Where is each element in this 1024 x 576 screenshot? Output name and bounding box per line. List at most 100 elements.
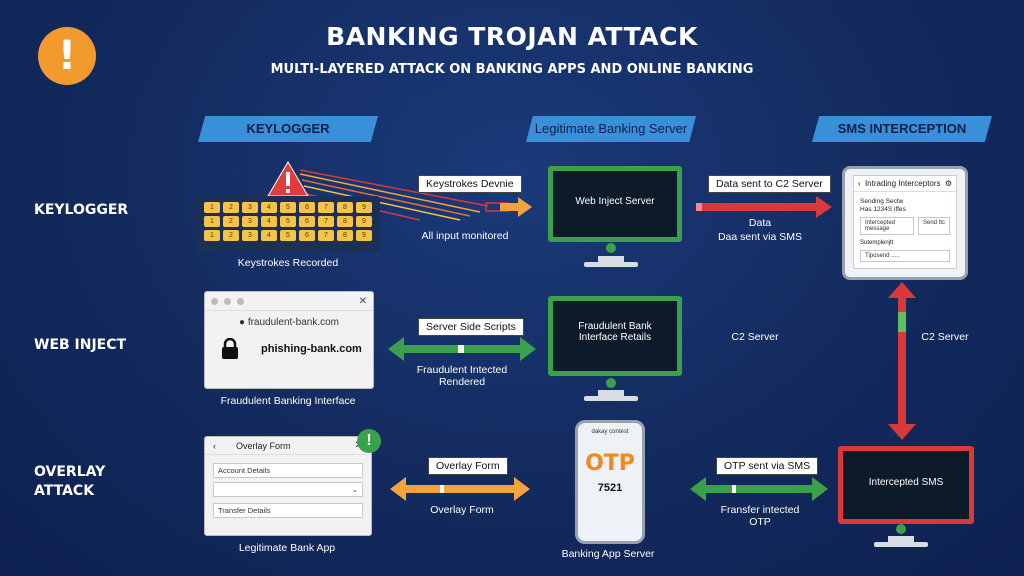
phone-sms-field[interactable]: Intercepted message xyxy=(860,217,914,235)
close-icon[interactable]: ✕ xyxy=(358,295,367,307)
monitor-base xyxy=(874,542,928,547)
row-label-overlay-line2: ATTACK xyxy=(34,483,95,499)
keyboard-key: 5 xyxy=(280,216,296,227)
lock-icon xyxy=(222,338,238,359)
tag-overlay-form: Overlay Form xyxy=(428,457,508,475)
tag-otp-sent: OTP sent via SMS xyxy=(716,457,819,475)
browser-site-name: phishing-bank.com xyxy=(261,343,362,355)
monitor-fraudulent-bank-line1: Fraudulent Bank xyxy=(578,321,652,332)
overlay-form-title: Overlay Form xyxy=(236,440,291,451)
row-label-web-inject: WEB INJECT xyxy=(34,337,127,353)
overlay-field-select[interactable]: ⌄ xyxy=(213,482,363,497)
browser-dot-2 xyxy=(224,297,231,305)
keyboard-key: 1 xyxy=(204,230,220,241)
arrow-overlay-double xyxy=(390,477,530,501)
keyboard-key: 5 xyxy=(280,230,296,241)
phone-sms-header: ‹ Intrading Interceptors ⚙ xyxy=(854,176,956,192)
monitor-power-led xyxy=(896,524,906,534)
overlay-form: ‹ Overlay Form ✕ Account Details ⌄ Trans… xyxy=(204,436,372,536)
monitor-base xyxy=(584,262,638,267)
keyboard-key: 3 xyxy=(242,230,258,241)
keyboard-key: 8 xyxy=(337,216,353,227)
browser-content: phishing-bank.com xyxy=(205,338,373,360)
phone-sms-interception: ‹ Intrading Interceptors ⚙ Sending Sectw… xyxy=(842,166,968,280)
monitor-fraudulent-bank: Fraudulent Bank Interface Retails xyxy=(548,296,682,376)
page-title: BANKING TROJAN ATTACK xyxy=(326,22,698,51)
tag-server-side-scripts: Server Side Scripts xyxy=(418,318,524,336)
keyboard-key: 9 xyxy=(356,230,372,241)
arrow-server-to-sms xyxy=(696,196,832,218)
phone-sms-line1: Sending Sectw xyxy=(860,198,904,205)
caption-data-sms: Daa sent via SMS xyxy=(717,231,803,243)
overlay-field-account[interactable]: Account Details xyxy=(213,463,363,478)
keyboard-key: 2 xyxy=(223,216,239,227)
keyboard-key: 8 xyxy=(337,230,353,241)
keyboard-key: 6 xyxy=(299,230,315,241)
keyboard-key: 7 xyxy=(318,202,334,213)
chevron-down-icon: ⌄ xyxy=(351,485,358,494)
monitor-web-inject-server-label: Web Inject Server xyxy=(553,171,677,237)
caption-otp: OTP xyxy=(749,516,771,528)
caption-overlay-form: Overlay Form xyxy=(430,504,494,516)
column-banner-keylogger: KEYLOGGER xyxy=(198,116,378,142)
column-banner-sms-label: SMS INTERCEPTION xyxy=(837,121,967,136)
keyboard-key: 9 xyxy=(356,216,372,227)
overlay-field-transfer[interactable]: Transfer Details xyxy=(213,503,363,518)
back-icon[interactable]: ‹ xyxy=(213,440,216,451)
phone-otp-header: dakay contest xyxy=(591,429,629,435)
keyboard-key: 7 xyxy=(318,230,334,241)
monitor-intercepted-sms: Intercepted SMS xyxy=(838,446,974,524)
tag-data-sent-c2: Data sent to C2 Server xyxy=(708,175,831,193)
tag-keystrokes: Keystrokes Devnie xyxy=(418,175,522,193)
phone-sms-title: Intrading Interceptors xyxy=(864,179,941,188)
keyboard-key: 6 xyxy=(299,202,315,213)
page-subtitle: MULTI-LAYERED ATTACK ON BANKING APPS AND… xyxy=(270,62,754,77)
keyboard-key: 3 xyxy=(242,202,258,213)
monitor-stand xyxy=(888,536,914,542)
overlay-form-header: ‹ Overlay Form ✕ xyxy=(205,437,371,455)
overlay-form-caption: Legitimate Bank App xyxy=(238,542,336,554)
monitor-power-led xyxy=(606,378,616,388)
browser-toolbar: ✕ xyxy=(205,292,373,311)
phone-sms-field2[interactable]: Tiposend ..... xyxy=(860,250,950,262)
keyboard-key: 9 xyxy=(356,202,372,213)
monitor-intercepted-sms-label: Intercepted SMS xyxy=(843,451,969,519)
c2-server-label-right: C2 Server xyxy=(921,331,969,343)
monitor-stand xyxy=(598,256,624,262)
browser-url[interactable]: ● fraudulent-bank.com xyxy=(239,317,339,328)
info-icon: ! xyxy=(357,429,381,453)
phone-sms-send-button[interactable]: Send ttc xyxy=(917,217,950,235)
otp-label: OTP xyxy=(585,451,635,476)
keyboard-key: 5 xyxy=(280,202,296,213)
browser-dot-3 xyxy=(237,297,244,305)
warning-icon: ! xyxy=(38,27,96,85)
monitor-fraudulent-bank-screen: Fraudulent Bank Interface Retails xyxy=(553,301,677,371)
otp-code: 7521 xyxy=(597,482,623,494)
caption-rendered: Rendered xyxy=(438,376,486,388)
phone-sms-line3: Sutemplenjtt xyxy=(860,240,894,246)
keyboard-key: 8 xyxy=(337,202,353,213)
c2-server-label-center: C2 Server xyxy=(731,331,779,343)
column-banner-server: Legitimate Banking Server xyxy=(526,116,696,142)
browser-caption: Fraudulent Banking Interface xyxy=(220,395,356,407)
arrow-vertical-c2 xyxy=(888,282,916,440)
keyboard-caption: Keystrokes Recorded xyxy=(237,257,339,269)
monitor-fraudulent-bank-line2: Interface Retails xyxy=(578,332,652,343)
caption-fransfer-intected: Fransfer intected xyxy=(720,504,800,516)
arrow-keystrokes-to-server xyxy=(485,197,532,217)
keyboard-key: 4 xyxy=(261,202,277,213)
keyboard-key: 2 xyxy=(223,202,239,213)
column-banner-server-label: Legitimate Banking Server xyxy=(534,121,688,136)
keyboard-key: 4 xyxy=(261,216,277,227)
caption-fraudulent-intected: Fraudulent Intected xyxy=(416,364,508,376)
row-label-overlay: OVERLAY ATTACK xyxy=(34,463,105,501)
keyboard-key: 7 xyxy=(318,216,334,227)
phone-sms-line2: Has 1234S iffes xyxy=(860,206,906,213)
column-banner-sms: SMS INTERCEPTION xyxy=(812,116,992,142)
arrow-web-inject-double xyxy=(388,337,536,361)
keyboard-key: 1 xyxy=(204,216,220,227)
keyboard-key: 3 xyxy=(242,216,258,227)
arrow-otp-double xyxy=(690,477,828,501)
